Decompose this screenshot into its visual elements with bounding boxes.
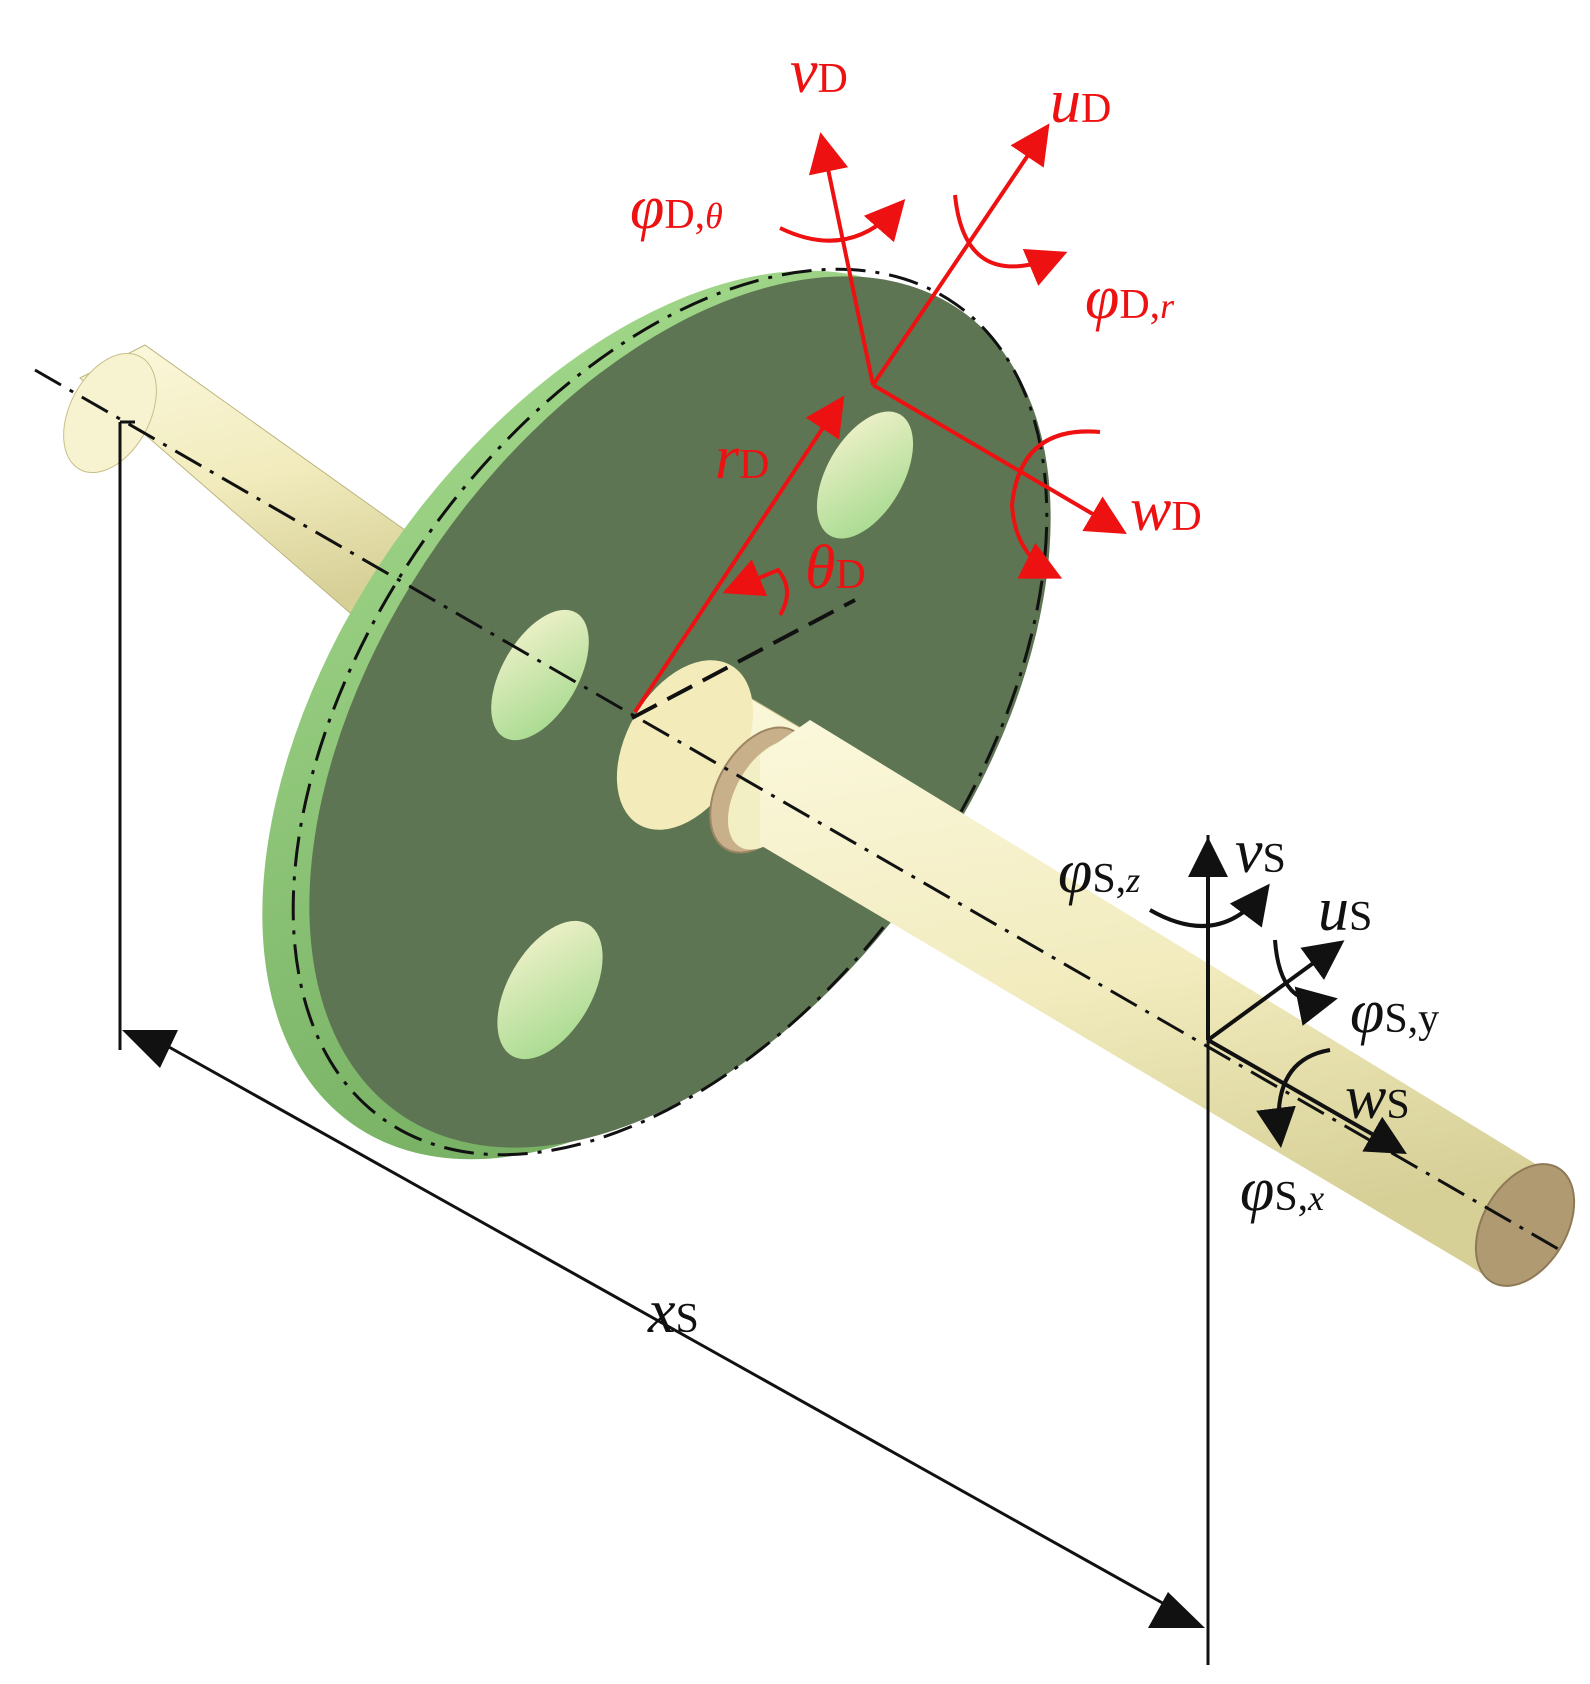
thetaD-arc <box>722 559 789 617</box>
label-thetaD: θD <box>805 534 866 602</box>
disk-hole-left <box>491 609 589 741</box>
phiDtheta-arc <box>779 198 906 243</box>
phiw-arc <box>1009 429 1101 579</box>
wS-axis <box>1207 1038 1407 1154</box>
disk-coordinate-system <box>633 123 1127 714</box>
wD-axis <box>871 383 1127 535</box>
vD-axis <box>808 132 875 386</box>
uS-axis <box>1206 940 1345 1042</box>
label-phiSz: φS,z <box>1058 838 1140 906</box>
phiSz-arc <box>1149 883 1270 928</box>
label-xS: xS <box>647 1278 699 1346</box>
label-wD: wD <box>1130 476 1202 544</box>
label-uS: uS <box>1318 876 1372 944</box>
phiSx-arc <box>1256 1048 1331 1148</box>
shaft-end-face <box>1474 1163 1576 1287</box>
phiSy-arc <box>1273 939 1338 1026</box>
phiDr-arc <box>953 194 1068 286</box>
shaft-coordinate-system <box>1149 837 1407 1154</box>
label-rD: rD <box>715 424 769 492</box>
disk-radial-dashed <box>631 598 856 720</box>
label-uD: uD <box>1050 68 1111 136</box>
label-phiSy: φS,y <box>1350 978 1439 1046</box>
label-phiDr: φD,r <box>1085 264 1175 332</box>
label-vS: vS <box>1235 818 1286 886</box>
rD-arrow <box>633 395 845 714</box>
disk-hole-bottom <box>497 920 603 1060</box>
label-phiDtheta: φD,θ <box>630 174 723 242</box>
shaft-rear <box>63 344 441 633</box>
shaft-centerline <box>34 368 1561 1252</box>
label-wS: wS <box>1345 1064 1410 1132</box>
uD-axis <box>871 123 1050 387</box>
disk-hole-top <box>816 411 914 539</box>
label-vD: vD <box>790 38 848 106</box>
label-phiSx: φS,x <box>1240 1156 1324 1224</box>
